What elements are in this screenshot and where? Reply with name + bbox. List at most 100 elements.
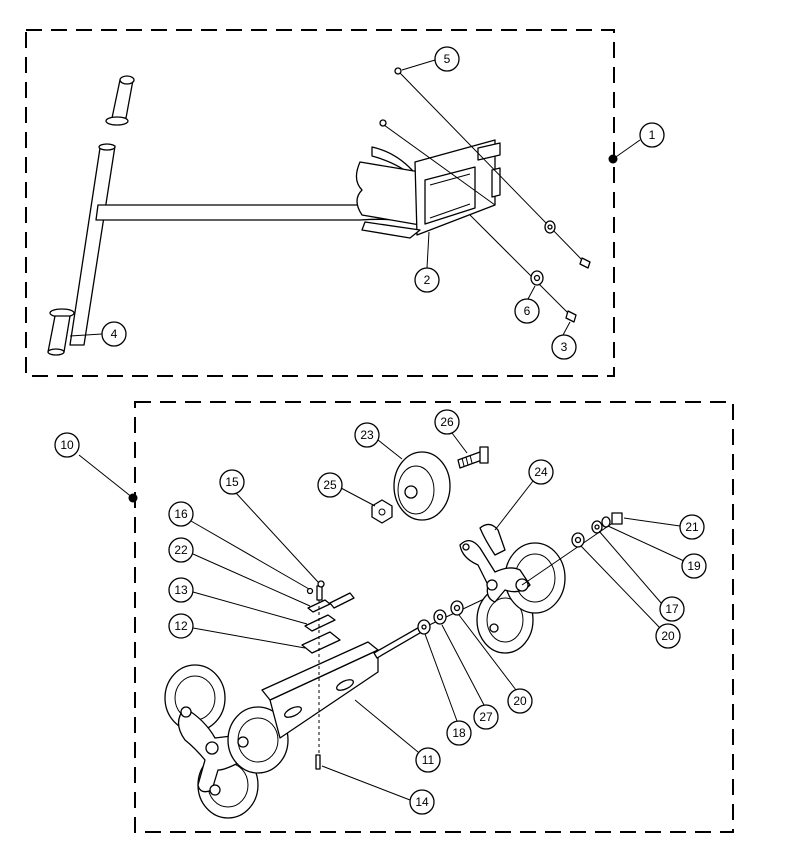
- pin-cap: [306, 587, 314, 595]
- callout-17[interactable]: [659, 596, 685, 622]
- callout-13[interactable]: [168, 577, 194, 603]
- pin-16: [317, 580, 325, 588]
- callout-4[interactable]: [101, 321, 127, 347]
- callout-6-label: 6: [524, 304, 531, 318]
- grip-tube-top: [98, 143, 116, 151]
- callout-17-label: 17: [665, 602, 679, 616]
- callout-21[interactable]: [679, 514, 705, 540]
- bracket-window-inner: [429, 173, 471, 219]
- callout-16-label: 16: [174, 507, 188, 521]
- bolt-26-thread: [461, 454, 473, 467]
- callout-27[interactable]: [473, 704, 499, 730]
- washer-17-hole: [594, 524, 600, 530]
- assembly-dot-1: [608, 154, 618, 164]
- callout-12[interactable]: [168, 613, 194, 639]
- nut-25: [371, 499, 393, 524]
- bolt-axis-line-2: [383, 124, 496, 206]
- callout-14[interactable]: [409, 789, 435, 815]
- spare-wheel-23-center: [404, 485, 418, 499]
- callout-27-label: 27: [479, 710, 493, 724]
- right-hub-bolt-2: [489, 623, 499, 633]
- callout-5[interactable]: [434, 46, 460, 72]
- upper-callouts: 1 2 3 4 5 6: [69, 46, 665, 360]
- nut-upper: [379, 119, 387, 127]
- right-wheel-plate: [459, 540, 531, 603]
- grip-tube: [69, 145, 116, 346]
- callout-24[interactable]: [528, 459, 554, 485]
- assembly-dot-10: [128, 493, 138, 503]
- callout-26-label: 26: [440, 415, 454, 429]
- washer-18-hole: [421, 624, 427, 630]
- right-wheel-a-hub: [486, 597, 524, 643]
- bracket-side-plate: [355, 161, 421, 226]
- bolt-26-shank: [457, 451, 483, 469]
- spare-wheel-23: [393, 451, 451, 521]
- channel-slot-1: [284, 706, 302, 718]
- callout-23[interactable]: [354, 422, 380, 448]
- axle-rod: [373, 624, 426, 659]
- bracket-lower-lip: [361, 221, 421, 239]
- nut-5: [394, 67, 402, 75]
- axle-channel-top: [261, 641, 379, 701]
- right-hub-bolt: [486, 579, 498, 591]
- left-hub-nut: [205, 741, 219, 755]
- callout-13-label: 13: [174, 583, 188, 597]
- pin-plate-13: [304, 614, 336, 632]
- callout-20a[interactable]: [507, 688, 533, 714]
- handle-assembly-boundary: [25, 29, 615, 377]
- callout-11-label: 11: [422, 753, 435, 767]
- callout-22-label: 22: [174, 543, 188, 557]
- callout-6[interactable]: [514, 298, 540, 324]
- callout-18[interactable]: [446, 720, 472, 746]
- handle-assembly: [47, 67, 591, 356]
- callout-1[interactable]: [639, 122, 665, 148]
- callout-21-label: 21: [685, 520, 699, 534]
- callout-22[interactable]: [168, 537, 194, 563]
- callout-20a-label: 20: [513, 694, 527, 708]
- callout-15[interactable]: [219, 469, 245, 495]
- bottom-grip: [47, 315, 71, 353]
- callout-2[interactable]: [414, 267, 440, 293]
- bottom-grip-end: [47, 348, 65, 356]
- callout-19-label: 19: [687, 559, 701, 573]
- left-hub-bolt-2: [180, 706, 192, 718]
- callout-10[interactable]: [54, 432, 80, 458]
- callout-24-label: 24: [534, 465, 548, 479]
- spacer-20-hole: [453, 604, 461, 612]
- callout-3[interactable]: [551, 334, 577, 360]
- right-axis-line: [521, 517, 621, 586]
- bracket-clip: [491, 167, 501, 198]
- washer-19: [601, 516, 611, 528]
- pin-handle: [329, 592, 355, 609]
- axle-assembly-boundary: [134, 401, 734, 833]
- callout-19[interactable]: [681, 553, 707, 579]
- callout-25[interactable]: [317, 472, 343, 498]
- bracket-tab: [477, 142, 501, 161]
- bolt-21: [611, 512, 623, 525]
- callout-11[interactable]: [415, 747, 441, 773]
- callout-18-label: 18: [452, 726, 466, 740]
- washer-upper-hole: [547, 224, 553, 230]
- callout-26[interactable]: [434, 409, 460, 435]
- callout-3-label: 3: [561, 340, 568, 354]
- callout-12-label: 12: [174, 619, 188, 633]
- callout-1-label: 1: [649, 128, 656, 142]
- axle-assembly: [164, 446, 623, 819]
- washer-6-hole: [533, 274, 541, 282]
- pin-15: [316, 585, 323, 601]
- top-grip: [111, 79, 134, 119]
- right-plate-hole: [462, 543, 470, 551]
- callout-20b[interactable]: [655, 623, 681, 649]
- bolt-upper: [579, 257, 591, 269]
- spare-wheel-23-hub: [397, 465, 435, 515]
- washer-27-hole: [436, 613, 444, 621]
- top-grip-flange: [105, 116, 129, 126]
- top-grip-end: [119, 75, 135, 85]
- left-wheel-c: [227, 706, 289, 774]
- callout-16[interactable]: [168, 501, 194, 527]
- callout-2-label: 2: [424, 273, 431, 287]
- bolt-26-head: [479, 446, 489, 464]
- callout-4-label: 4: [111, 327, 118, 341]
